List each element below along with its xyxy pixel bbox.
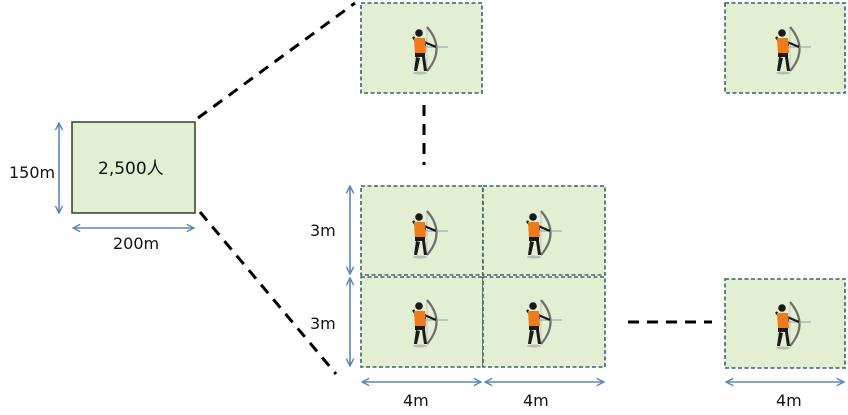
cell-width-label-far: 4m [776, 391, 802, 410]
lane-cell-grid-2 [482, 185, 606, 276]
cell-width-label-second: 4m [523, 391, 549, 410]
cell-height-label-top: 3m [310, 221, 336, 240]
field-rectangle [71, 121, 196, 214]
field-capacity-label: 2,500人 [98, 159, 164, 179]
lane-cell-bottom-right [724, 278, 846, 369]
cell-width-label-first: 4m [403, 391, 429, 410]
lane-cell-top [360, 2, 483, 94]
lane-grid [360, 185, 606, 368]
connector-field-to-top-cell [197, 1, 356, 120]
field-height-label: 150m [9, 163, 56, 182]
field-width-label: 200m [113, 234, 160, 253]
lane-cell-grid-4 [482, 276, 606, 368]
cell-height-label-bottom: 3m [310, 314, 336, 333]
lane-cell-top-right [724, 2, 846, 94]
connector-lines [197, 1, 712, 375]
connector-field-to-bottom-cell [198, 211, 338, 375]
